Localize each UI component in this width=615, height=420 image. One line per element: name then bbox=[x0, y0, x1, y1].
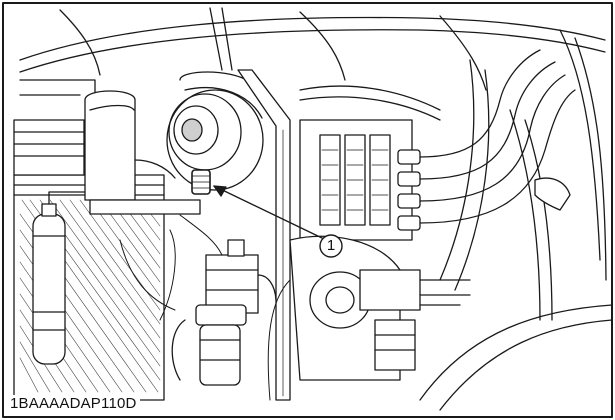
callout-leader bbox=[213, 185, 323, 239]
callout-number: 1 bbox=[326, 237, 336, 254]
hood-outline bbox=[19, 7, 607, 281]
air-cleaner bbox=[166, 71, 264, 191]
frame-post bbox=[237, 69, 291, 401]
hydraulic-hoses bbox=[299, 49, 576, 321]
receiver-drier bbox=[32, 191, 91, 365]
control-valve-block bbox=[299, 119, 421, 241]
evacuator-valve bbox=[191, 169, 211, 195]
figure-code: 1BAAAADAP110D bbox=[7, 395, 140, 412]
wiring bbox=[119, 214, 291, 401]
fuel-filter bbox=[171, 239, 277, 386]
pump-cluster bbox=[289, 235, 471, 381]
floor-panel bbox=[419, 304, 613, 411]
intake-pipe bbox=[84, 90, 201, 215]
callout-circle bbox=[319, 234, 343, 258]
